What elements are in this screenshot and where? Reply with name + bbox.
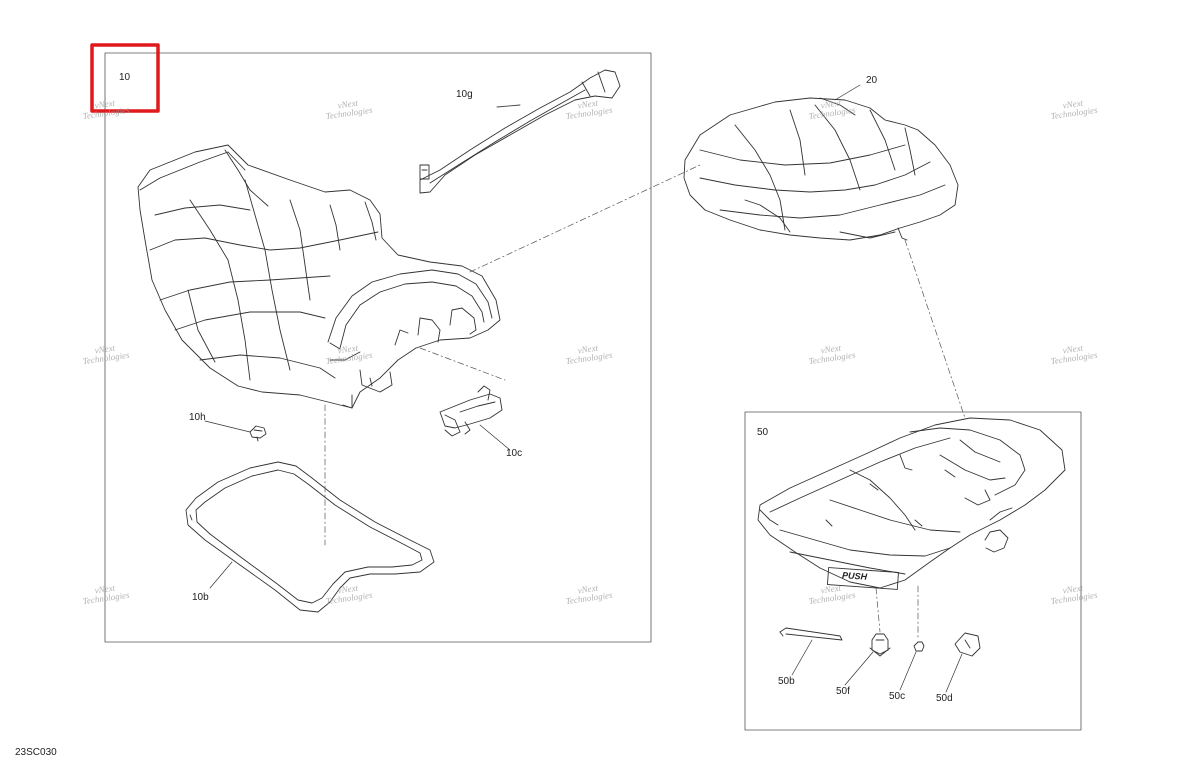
nut-50f (869, 633, 891, 657)
callout-50f[interactable]: 50f (836, 686, 850, 697)
seat-20-drawing (683, 97, 959, 241)
alignment-lines (324, 164, 966, 641)
trim-strip-10g (419, 69, 621, 194)
group-10-frame (104, 52, 652, 643)
callout-10h[interactable]: 10h (189, 412, 206, 423)
pin-50b (779, 627, 843, 641)
group-50-frame (744, 411, 1082, 731)
group-10-highlight (90, 43, 160, 113)
leader-lines (204, 84, 963, 693)
callout-10b[interactable]: 10b (192, 592, 209, 603)
callout-50c[interactable]: 50c (889, 691, 906, 702)
seat-10-drawing (137, 144, 501, 409)
seal-10b (185, 461, 435, 613)
bracket-10c (439, 385, 503, 437)
clip-10h (249, 425, 267, 442)
plug-50c (913, 641, 925, 652)
callout-50d[interactable]: 50d (936, 693, 953, 704)
callout-10g[interactable]: 10g (456, 89, 473, 100)
tray-50-drawing (757, 417, 1066, 590)
callout-50[interactable]: 50 (757, 427, 769, 438)
callout-10[interactable]: 10 (119, 72, 131, 83)
callout-20[interactable]: 20 (866, 75, 878, 86)
diagram-id: 23SC030 (15, 747, 57, 758)
push-badge-text: PUSH (841, 570, 868, 582)
callout-50b[interactable]: 50b (778, 676, 795, 687)
callout-10c[interactable]: 10c (506, 448, 523, 459)
cap-50d (954, 632, 981, 657)
